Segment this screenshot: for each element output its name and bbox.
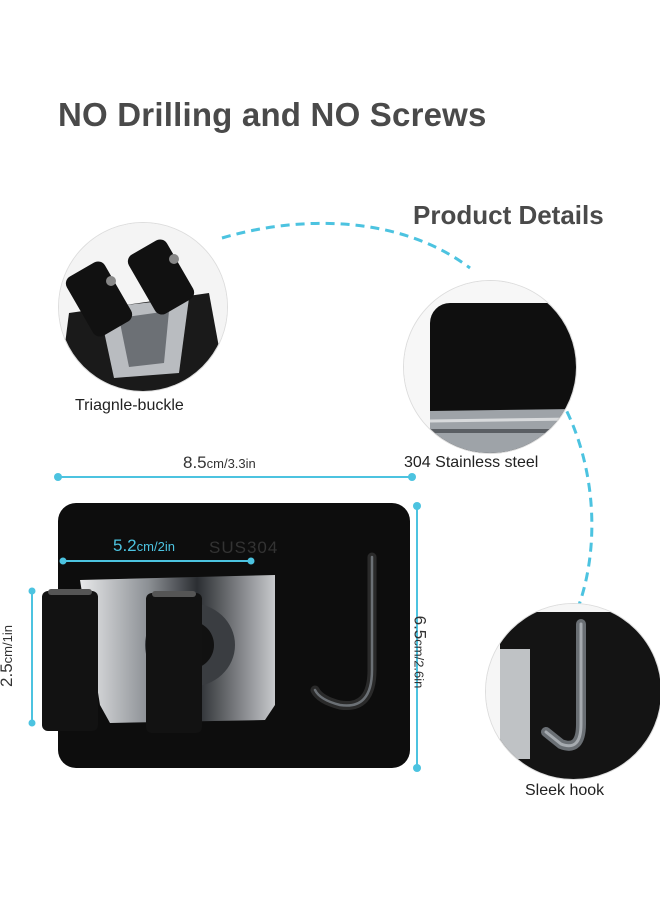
stainless-steel-closeup (403, 280, 577, 454)
headline: NO Drilling and NO Screws (58, 96, 487, 133)
feature-label-steel: 304 Stainless steel (404, 454, 539, 471)
height-dimension-line (413, 502, 421, 772)
width-dimension-line (54, 473, 416, 481)
product-holder (42, 503, 410, 768)
clamp-width-label: 5.2cm/2in (113, 536, 175, 555)
feature-label-hook: Sleek hook (525, 782, 605, 799)
sleek-hook-closeup (485, 603, 660, 780)
details-heading: Product Details (413, 200, 604, 230)
clamp-height-label: 2.5cm/1in (0, 625, 16, 687)
clamp-width-dimension-line (59, 557, 255, 565)
engraving-text: SUS304 (209, 538, 279, 557)
triangle-buckle-closeup (58, 222, 228, 392)
feature-label-buckle: Triagnle-buckle (75, 397, 184, 414)
clamp-height-dimension-line (28, 587, 36, 727)
width-dimension-label: 8.5cm/3.3in (183, 453, 256, 472)
